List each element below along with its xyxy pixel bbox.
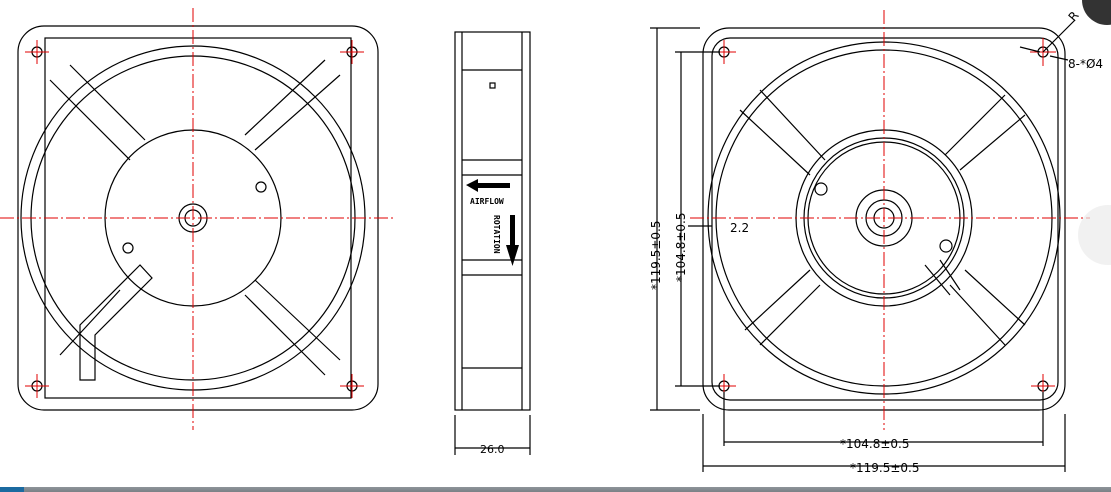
- outer-height-dimension: *119.5±0.5: [649, 221, 663, 291]
- start-button[interactable]: [0, 487, 24, 492]
- radius-note: R: [1066, 9, 1082, 24]
- offset-dimension: 2.2: [730, 221, 749, 235]
- rear-view: *119.5±0.5 *104.8±0.5 *104.8±0.5 *119.5±…: [649, 9, 1103, 475]
- hole-height-dimension: *104.8±0.5: [674, 213, 688, 283]
- rotation-arrow-icon: [506, 215, 519, 266]
- hole-width-dimension: *104.8±0.5: [840, 437, 910, 451]
- airflow-arrow-icon: [466, 179, 510, 192]
- holes-note: 8-*Ø4: [1068, 57, 1103, 71]
- outer-width-dimension: *119.5±0.5: [850, 461, 920, 475]
- depth-dimension: 26.0: [480, 443, 505, 456]
- taskbar: [0, 487, 1111, 492]
- mount-holes: [25, 40, 364, 398]
- airflow-label: AIRFLOW: [470, 197, 504, 206]
- front-view: [0, 8, 395, 430]
- side-view: AIRFLOW ROTATION 26.0: [454, 31, 531, 456]
- rotation-label: ROTATION: [492, 215, 501, 254]
